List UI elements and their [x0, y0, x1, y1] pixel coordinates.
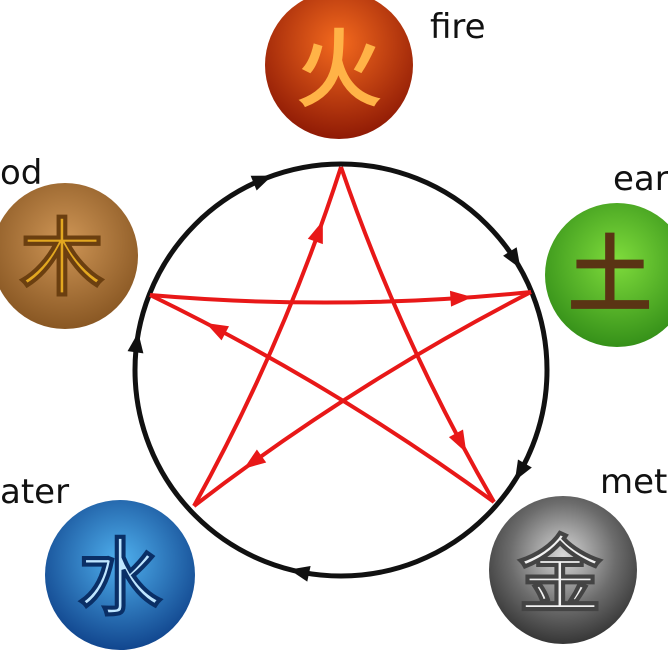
controlling-cycle-line — [149, 293, 496, 504]
earth-disc — [545, 203, 668, 347]
wood-label: od — [0, 153, 42, 193]
controlling-cycle-line — [149, 290, 532, 305]
controlling-cycle-line — [192, 290, 532, 508]
generating-cycle-arrow — [250, 175, 273, 191]
node-wood: 木 od — [0, 153, 138, 329]
wood-glyph: 木 — [20, 209, 104, 308]
earth-label: ear — [613, 159, 668, 199]
controlling-cycle-star — [149, 166, 532, 508]
node-fire: 火 fire — [265, 0, 486, 139]
metal-glyph: 金 — [518, 526, 603, 625]
controlling-cycle-arrow — [243, 449, 267, 469]
earth-glyph: 土 — [568, 226, 652, 325]
controlling-cycle-line — [339, 166, 496, 504]
fire-disc — [265, 0, 413, 139]
controlling-cycle-line — [192, 166, 343, 507]
generating-cycle-arrow — [289, 565, 311, 582]
controlling-cycle-arrow — [448, 429, 467, 453]
fire-label: fire — [430, 7, 486, 47]
fire-glyph: 火 — [297, 20, 381, 119]
controlling-cycle-arrow — [449, 290, 473, 307]
node-earth: 土 ear — [545, 159, 668, 347]
node-metal: 金 met — [489, 462, 667, 644]
metal-label: met — [600, 462, 667, 502]
generating-cycle-arrow — [514, 459, 532, 481]
water-disc — [45, 500, 195, 650]
generating-cycle-circle — [132, 161, 550, 579]
controlling-cycle-arrow — [307, 220, 323, 245]
generating-cycle-arrows — [127, 175, 532, 582]
controlling-cycle-arrow — [205, 323, 230, 341]
generating-cycle-arrow — [503, 247, 521, 269]
generating-cycle-arrow — [127, 332, 144, 354]
node-water: 水 ater — [0, 472, 195, 650]
water-glyph: 水 — [78, 529, 163, 628]
water-label: ater — [0, 472, 69, 512]
metal-disc — [489, 496, 637, 644]
wood-disc — [0, 183, 138, 329]
